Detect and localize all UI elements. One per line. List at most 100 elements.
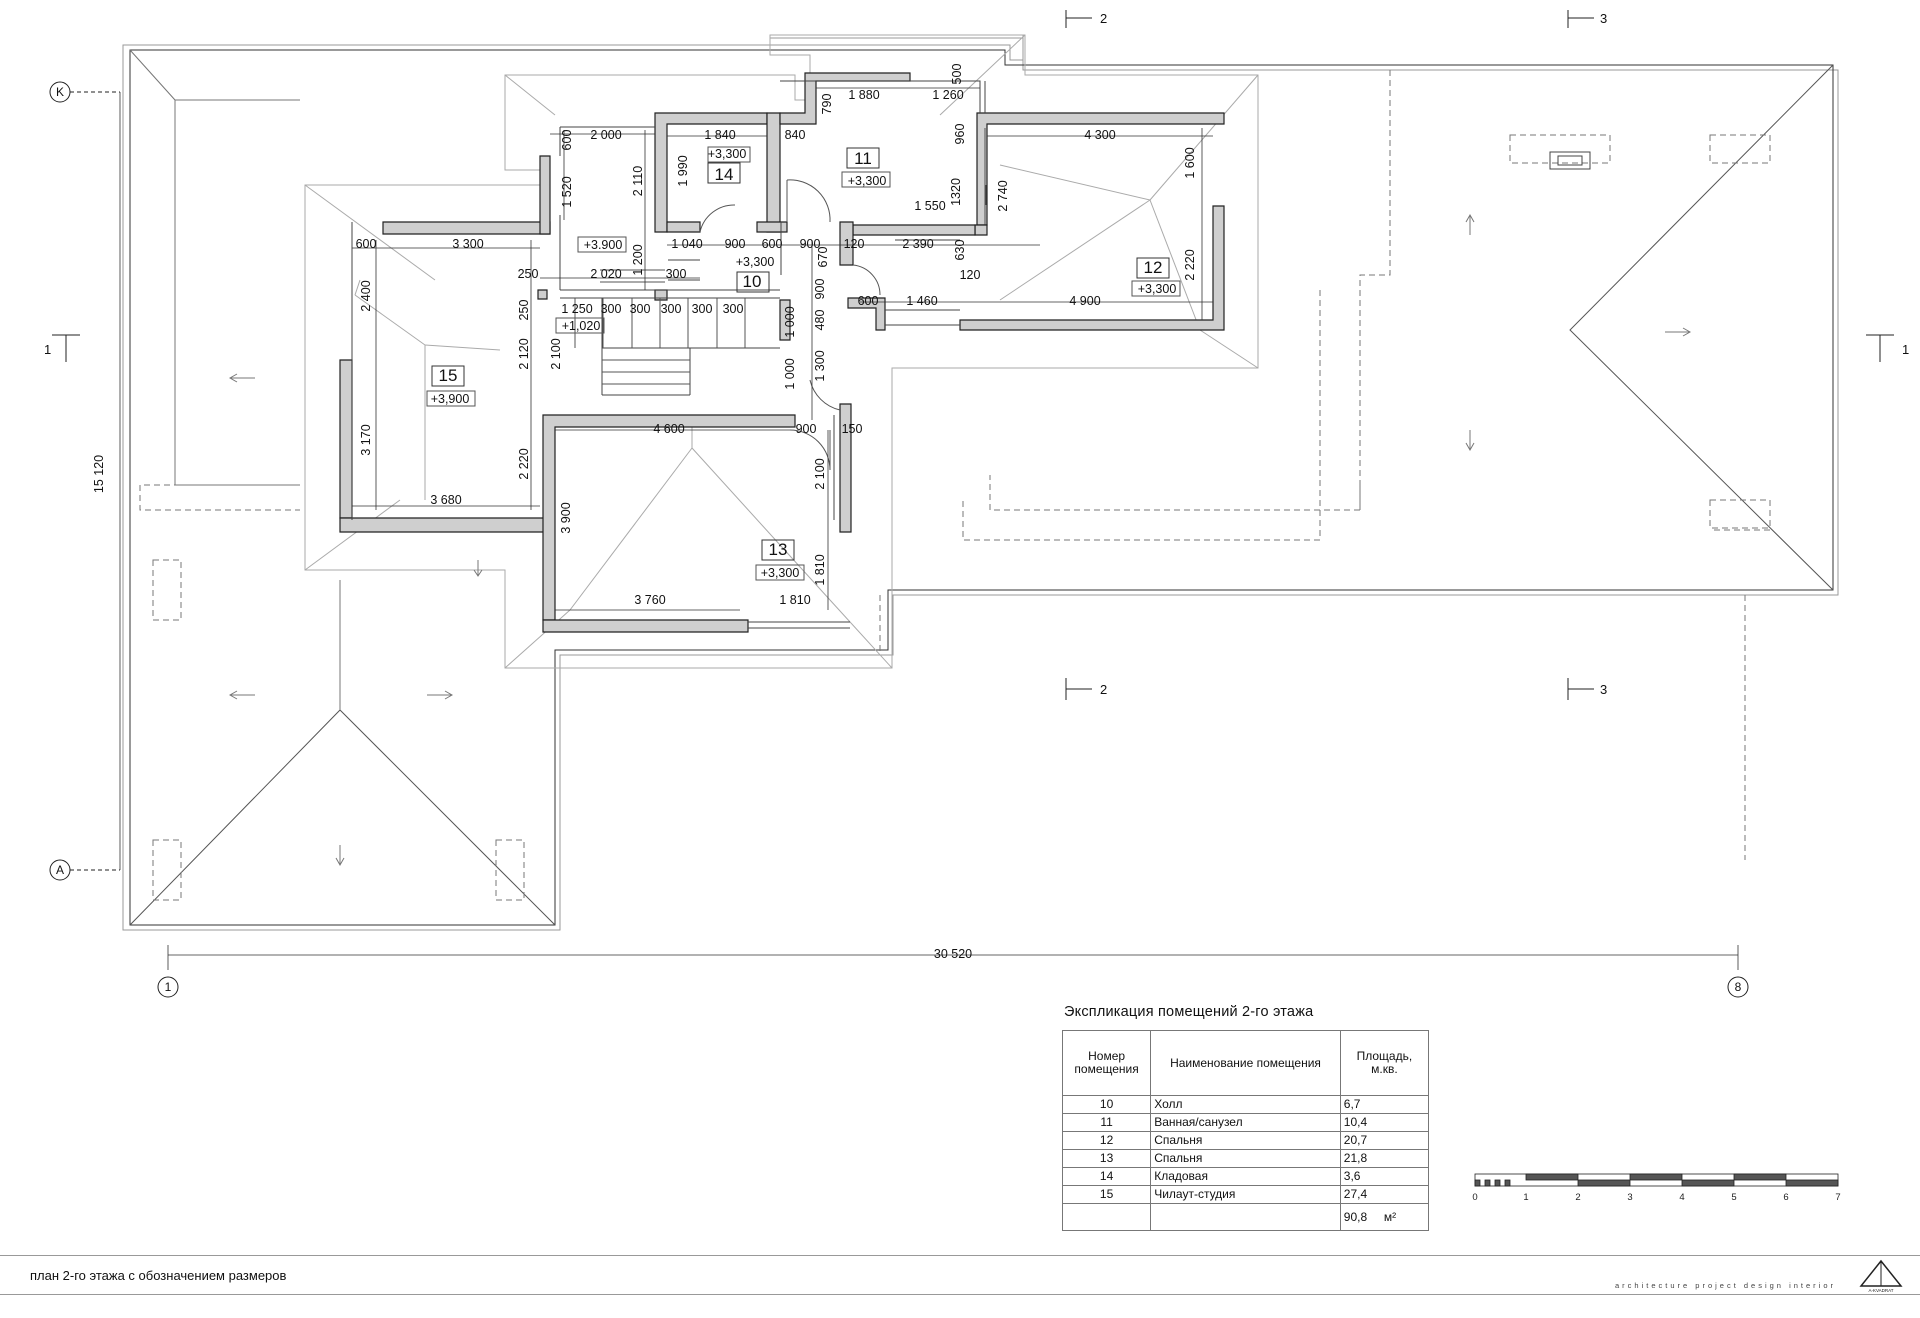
roof-outline [122,34,1839,931]
header-number: Номер помещения [1061,1030,1152,1096]
dimension-label: 1 810 [813,554,827,585]
door-swings [699,179,881,471]
dimension-label: 2 740 [996,180,1010,211]
title-block: план 2-го этажа с обозначением размеров … [0,1255,1920,1295]
room-schedule: Экспликация помещений 2-го этажа Номер п… [1061,1004,1432,1231]
dimension-label: 790 [820,94,834,115]
dimension-label: 1 300 [813,350,827,381]
cut-label-1-left: 1 [44,342,51,357]
room-level-15: +3,900 [431,392,470,406]
dimension-label: 300 [601,302,622,316]
dimension-label: 1320 [949,178,963,206]
dimension-label: 2 120 [517,338,531,369]
dimension-label: 1 550 [914,199,945,213]
dimension-label: 1 260 [932,88,963,102]
section-cut-markers [52,10,1894,700]
dimension-label: 4 300 [1084,128,1115,142]
dimension-label: 1 600 [1183,147,1197,178]
scale-bar: 0 1 2 3 4 5 6 7 [1472,1173,1841,1203]
room-level-12: +3,300 [1138,282,1177,296]
studio-logo-icon: A-KVADRAT [1859,1259,1903,1293]
drawing-title: план 2-го этажа с обозначением размеров [30,1268,287,1283]
dimension-label: 1 460 [906,294,937,308]
dimension-label: 3 900 [559,502,573,533]
cell-name: Спальня [1150,1131,1341,1150]
room-number-14: 14 [715,165,734,184]
cell-area: 6,7 [1339,1095,1430,1114]
svg-text:A-KVADRAT: A-KVADRAT [1868,1288,1893,1293]
cell-name: Чилаут-студия [1150,1185,1341,1204]
scale-tick: 4 [1679,1192,1684,1203]
dimension-label: 630 [953,240,967,261]
dimension-label: 300 [630,302,651,316]
dimension-label: 300 [692,302,713,316]
scale-tick: 2 [1575,1192,1580,1203]
dimension-label: 600 [858,294,879,308]
room-number-13: 13 [769,540,788,559]
cut-label-1-right: 1 [1902,342,1909,357]
dimension-label: 30 520 [934,947,972,961]
dimension-label: 2 000 [590,128,621,142]
cell-number: 13 [1061,1149,1152,1168]
room-level-13: +3,300 [761,566,800,580]
cell-area: 27,4 [1339,1185,1430,1204]
table-row: 10 Холл 6,7 [1061,1095,1430,1114]
dimension-label: 840 [785,128,806,142]
dimension-label: 600 [762,237,783,251]
total-area-unit: м² [1383,1209,1397,1224]
room-level-14: +3,300 [708,147,747,161]
dimension-label: 500 [950,64,964,85]
table-row: 14 Кладовая 3,6 [1061,1167,1430,1186]
dimension-label: 2 020 [590,267,621,281]
table-row: 11 Ванная/санузел 10,4 [1061,1113,1430,1132]
scale-tick: 7 [1835,1192,1840,1203]
walls [339,72,1225,633]
dimension-label: 150 [842,422,863,436]
cell-number: 10 [1061,1095,1152,1114]
table-row: 15 Чилаут-студия 27,4 [1061,1185,1430,1204]
dimension-label: 670 [816,247,830,268]
dimension-label: 300 [661,302,682,316]
scale-tick: 6 [1783,1192,1788,1203]
room-number-15: 15 [439,366,458,385]
level-mark-stair: +1,020 [562,319,601,333]
dimension-label: 1 000 [783,358,797,389]
dimension-label: 1 040 [671,237,702,251]
cut-label-3-bottom: 3 [1600,682,1607,697]
room-labels: 14 +3,300 11 +3,300 10 +3,300 12 +3,300 … [426,146,1181,581]
dimension-label: 1 990 [676,155,690,186]
dimension-label: 600 [560,130,574,151]
dimension-label: 2 110 [631,166,645,196]
cell-area: 21,8 [1339,1149,1430,1168]
dimension-label: 480 [813,310,827,331]
dimension-label: 900 [813,279,827,300]
scale-tick: 1 [1523,1192,1528,1203]
room-number-11: 11 [854,149,872,168]
level-mark-hall: +3.900 [584,238,623,252]
scale-tick: 3 [1627,1192,1632,1203]
dimension-label: 300 [666,267,687,281]
cut-label-2-bottom: 2 [1100,682,1107,697]
dimension-label: 960 [953,124,967,145]
cell-name: Холл [1150,1095,1341,1114]
axis-label-8: 8 [1735,980,1742,994]
dimension-label: 4 900 [1069,294,1100,308]
cut-label-3-top: 3 [1600,11,1607,26]
dimension-label: 250 [517,300,531,321]
cut-label-2-top: 2 [1100,11,1107,26]
dimension-label: 2 390 [902,237,933,251]
dimension-label: 3 680 [430,493,461,507]
dimension-label: 1 840 [704,128,735,142]
cell-number: 12 [1061,1131,1152,1150]
dimension-label: 1 810 [779,593,810,607]
dimension-label: 3 300 [452,237,483,251]
room-schedule-title: Экспликация помещений 2-го этажа [1064,1004,1314,1020]
dimension-label: 2 220 [1183,249,1197,280]
dimension-label: 15 120 [92,455,106,493]
dashed-overlay [139,70,1771,901]
dimension-label: 3 170 [359,424,373,455]
total-row: 90,8 м² [1061,1203,1430,1231]
studio-tagline: architecture project design interior [1615,1281,1836,1290]
dimension-label: 1 250 [561,302,592,316]
total-area: 90,8 м² [1339,1203,1430,1231]
